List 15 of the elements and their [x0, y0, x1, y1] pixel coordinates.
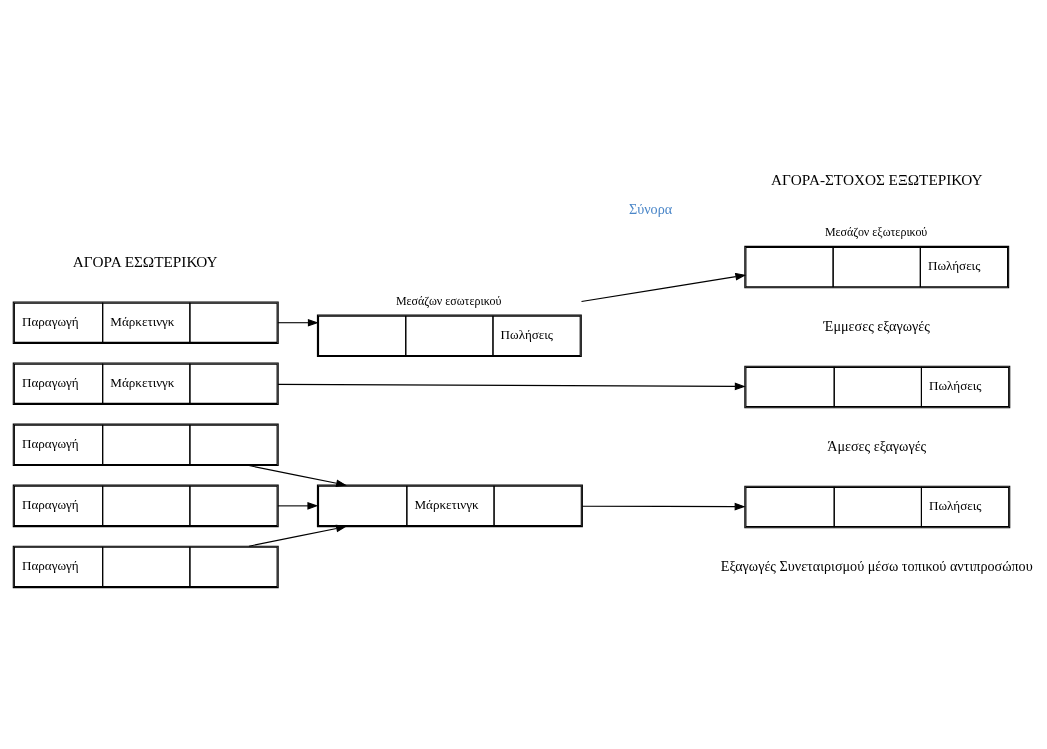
arrow	[277, 318, 319, 327]
label: Άμεσες εξαγωγές	[827, 437, 927, 454]
label: Εξαγωγές Συνεταιρισμού μέσω τοπικού αντιπροσώπου	[720, 557, 1033, 574]
label: ΑΓΟΡΑ ΕΣΩΤΕΡΙΚΟΥ	[72, 252, 218, 270]
arrow	[248, 465, 347, 487]
label: Έμμεσες εξαγωγές	[823, 317, 930, 334]
node-label: Μεσάζον εξωτερικού	[824, 225, 928, 240]
arrow	[277, 502, 319, 510]
node-label: Μεσάζων εσωτερικού	[395, 294, 502, 309]
label: Σύνορα	[628, 201, 673, 218]
arrow	[580, 272, 747, 303]
label: ΑΓΟΡΑ-ΣΤΟΧΟΣ ΕΞΩΤΕΡΙΚΟΥ	[770, 171, 983, 189]
arrow	[581, 502, 746, 511]
arrow	[277, 382, 746, 391]
arrow	[248, 524, 347, 547]
